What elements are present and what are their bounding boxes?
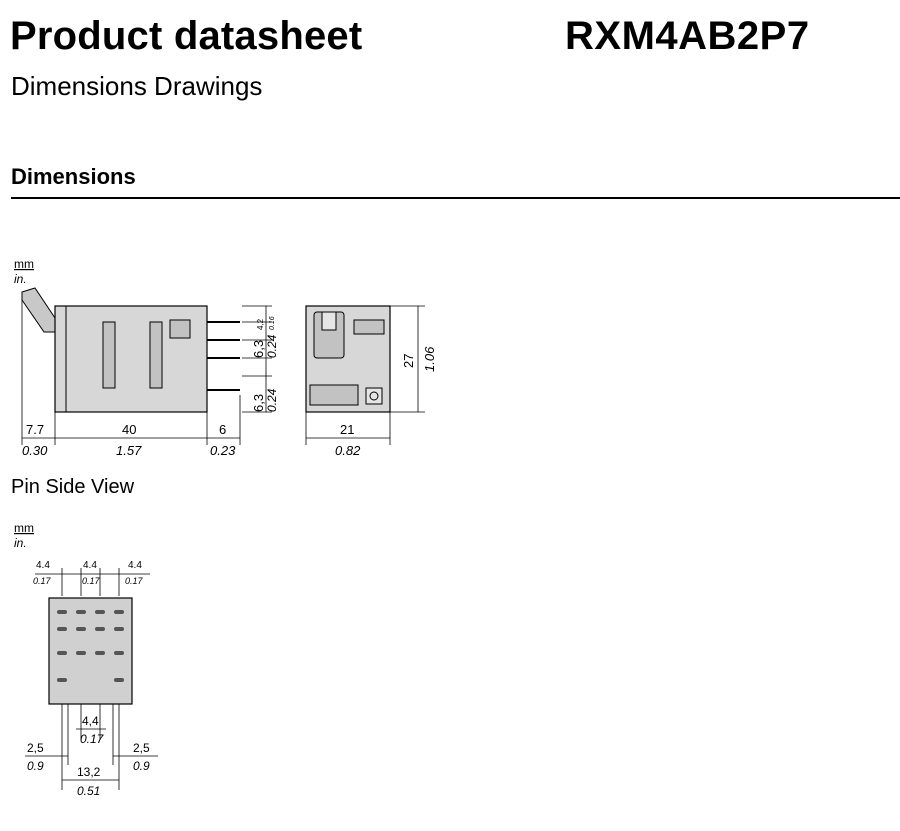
inner-pitch-in: 0.17	[80, 732, 105, 746]
pin-pitch-in: 0.24	[265, 334, 279, 358]
height-mm: 27	[401, 354, 416, 368]
height-in: 1.06	[422, 346, 437, 372]
inner-pitch-mm: 4,4	[82, 714, 99, 728]
left-offset-mm: 2,5	[27, 741, 44, 755]
pin-side-view-drawing: mm in. 4.4 0.17 4.4 0.17 4.4 0.17	[14, 521, 158, 798]
unit-mm-label-2: mm	[14, 521, 34, 535]
section-divider	[11, 197, 900, 199]
pin-pitch2-in: 0.24	[265, 388, 279, 412]
body-length-mm: 40	[122, 422, 136, 437]
body-length-in: 1.57	[116, 443, 142, 458]
front-view-drawing: 21 0.82 27 1.06	[305, 305, 437, 458]
side-view-drawing: mm in. 6,3 0.24 4,2 0.16 6,3	[14, 257, 279, 458]
width-in: 0.82	[335, 443, 361, 458]
pins-length-in: 0.23	[210, 443, 236, 458]
pitch-a-mm: 4.4	[36, 560, 50, 571]
pitch-a-in: 0.17	[33, 576, 52, 586]
unit-in-label-2: in.	[14, 536, 27, 550]
pin-pitch2-mm: 6,3	[251, 394, 266, 412]
page-subtitle: Dimensions Drawings	[11, 71, 263, 101]
span-in: 0.51	[77, 784, 100, 798]
pin-pitch-mm: 6,3	[251, 340, 266, 358]
pitch-c-in: 0.17	[125, 576, 144, 586]
section-heading: Dimensions	[11, 164, 136, 189]
unit-mm-label: mm	[14, 257, 34, 271]
product-code: RXM4AB2P7	[565, 14, 810, 58]
pins-length-mm: 6	[219, 422, 226, 437]
span-mm: 13,2	[77, 765, 101, 779]
pin-small-mm: 4,2	[256, 318, 265, 330]
width-mm: 21	[340, 422, 354, 437]
right-offset-mm: 2,5	[133, 741, 150, 755]
pin-small-in: 0.16	[269, 316, 276, 330]
tab-length-in: 0.30	[22, 443, 48, 458]
unit-in-label: in.	[14, 272, 27, 286]
pin-side-view-caption: Pin Side View	[11, 476, 135, 498]
pitch-c-mm: 4.4	[128, 560, 142, 571]
page-title: Product datasheet	[10, 14, 363, 58]
right-offset-in: 0.9	[133, 759, 150, 773]
pitch-b-mm: 4.4	[83, 560, 97, 571]
pitch-b-in: 0.17	[82, 576, 101, 586]
tab-length-mm: 7.7	[26, 422, 44, 437]
left-offset-in: 0.9	[27, 759, 44, 773]
